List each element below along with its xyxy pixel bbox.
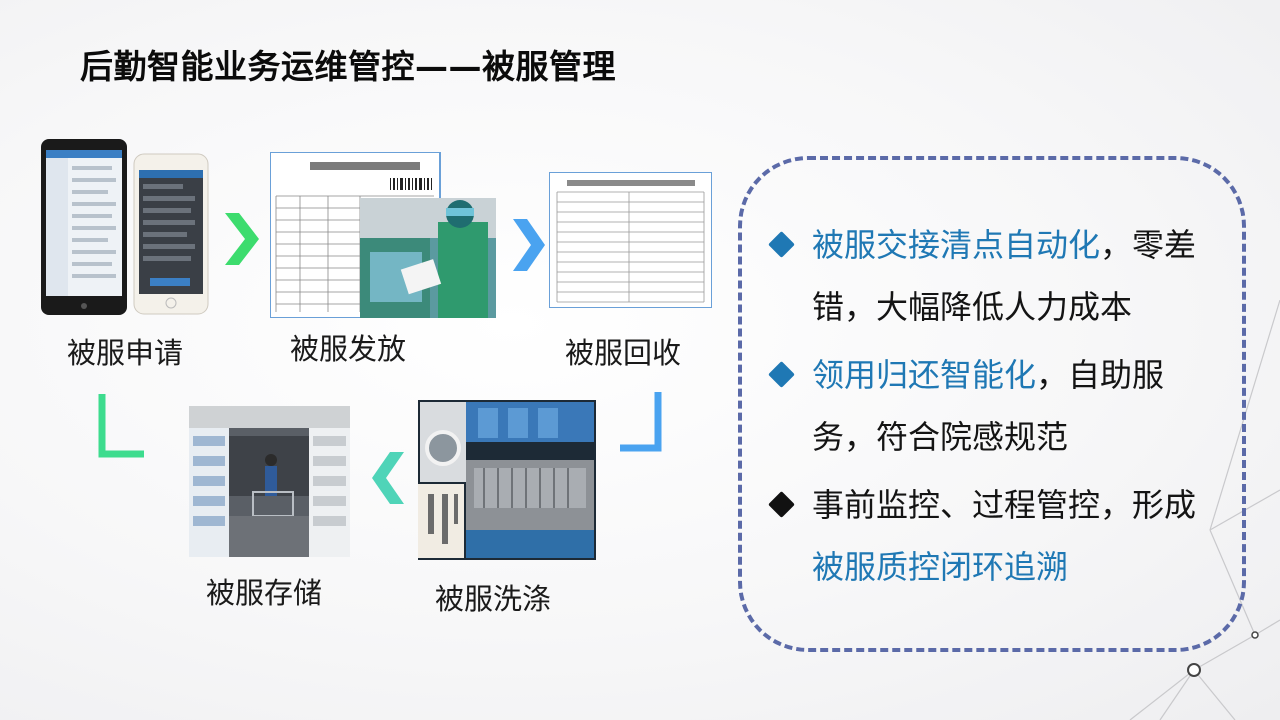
network-lines-decoration <box>1129 300 1280 720</box>
step-label-recycle: 被服回收 <box>565 336 682 370</box>
chevron-left-icon <box>372 452 404 504</box>
page-title: 后勤智能业务运维管控——被服管理 <box>80 47 616 86</box>
step-label-issue: 被服发放 <box>290 332 407 366</box>
corner-down-left-arrow-icon <box>620 392 662 452</box>
feature-item: 被服交接清点自动化，零差错，大幅降低人力成本 <box>768 214 1218 338</box>
step-label-store: 被服存储 <box>206 576 323 610</box>
wash-machines-image <box>418 400 596 560</box>
feature-highlight: 领用归还智能化 <box>812 356 1037 394</box>
diamond-bullet-icon <box>768 491 795 518</box>
diamond-bullet-icon <box>768 231 795 258</box>
storage-room-image <box>189 406 350 557</box>
feature-text: 事前监控、过程管控，形成 <box>812 486 1197 524</box>
feature-list: 被服交接清点自动化，零差错，大幅降低人力成本 领用归还智能化，自助服务，符合院感… <box>768 214 1218 598</box>
apply-devices-image <box>40 138 210 318</box>
chevron-right-icon <box>513 219 545 271</box>
feature-item: 事前监控、过程管控，形成被服质控闭环追溯 <box>768 474 1218 598</box>
step-label-wash: 被服洗涤 <box>435 582 552 616</box>
features-panel <box>738 156 1246 652</box>
step-label-apply: 被服申请 <box>67 336 184 370</box>
feature-item: 领用归还智能化，自助服务，符合院感规范 <box>768 344 1218 468</box>
feature-text: ，零差错，大幅降低人力成本 <box>812 226 1197 326</box>
feature-text: ，自助服务，符合院感规范 <box>812 356 1165 456</box>
corner-up-arrow-icon <box>98 394 144 458</box>
feature-highlight: 被服交接清点自动化 <box>812 226 1101 264</box>
chevron-right-icon <box>225 213 259 265</box>
issue-form-image <box>270 152 496 318</box>
recycle-report-image <box>549 172 712 308</box>
feature-highlight: 被服质控闭环追溯 <box>812 548 1069 586</box>
diamond-bullet-icon <box>768 361 795 388</box>
